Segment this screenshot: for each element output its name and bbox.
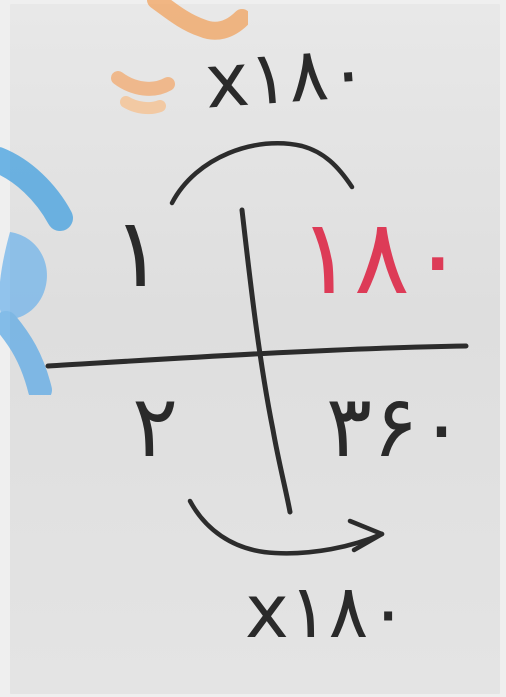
watermark-blue-logo (0, 147, 73, 395)
bottom-arc-arrow (187, 498, 385, 556)
vertical-divider-line (239, 207, 293, 515)
top-arc-arrow (169, 140, 355, 206)
top-left-number: ۱ (112, 197, 164, 309)
bottom-multiplier-text: x۱۸۰ (245, 569, 409, 655)
bottom-right-number: ۳۶۰ (326, 377, 469, 477)
top-right-number: ۱۸۰ (298, 196, 468, 318)
bottom-left-number: ۲ (132, 377, 179, 477)
top-multiplier-text: x۱۸۰ (202, 28, 371, 126)
horizontal-divider-line (45, 343, 469, 369)
bottom-arrow-head (347, 518, 385, 553)
watermark-orange-logo (111, 0, 248, 115)
